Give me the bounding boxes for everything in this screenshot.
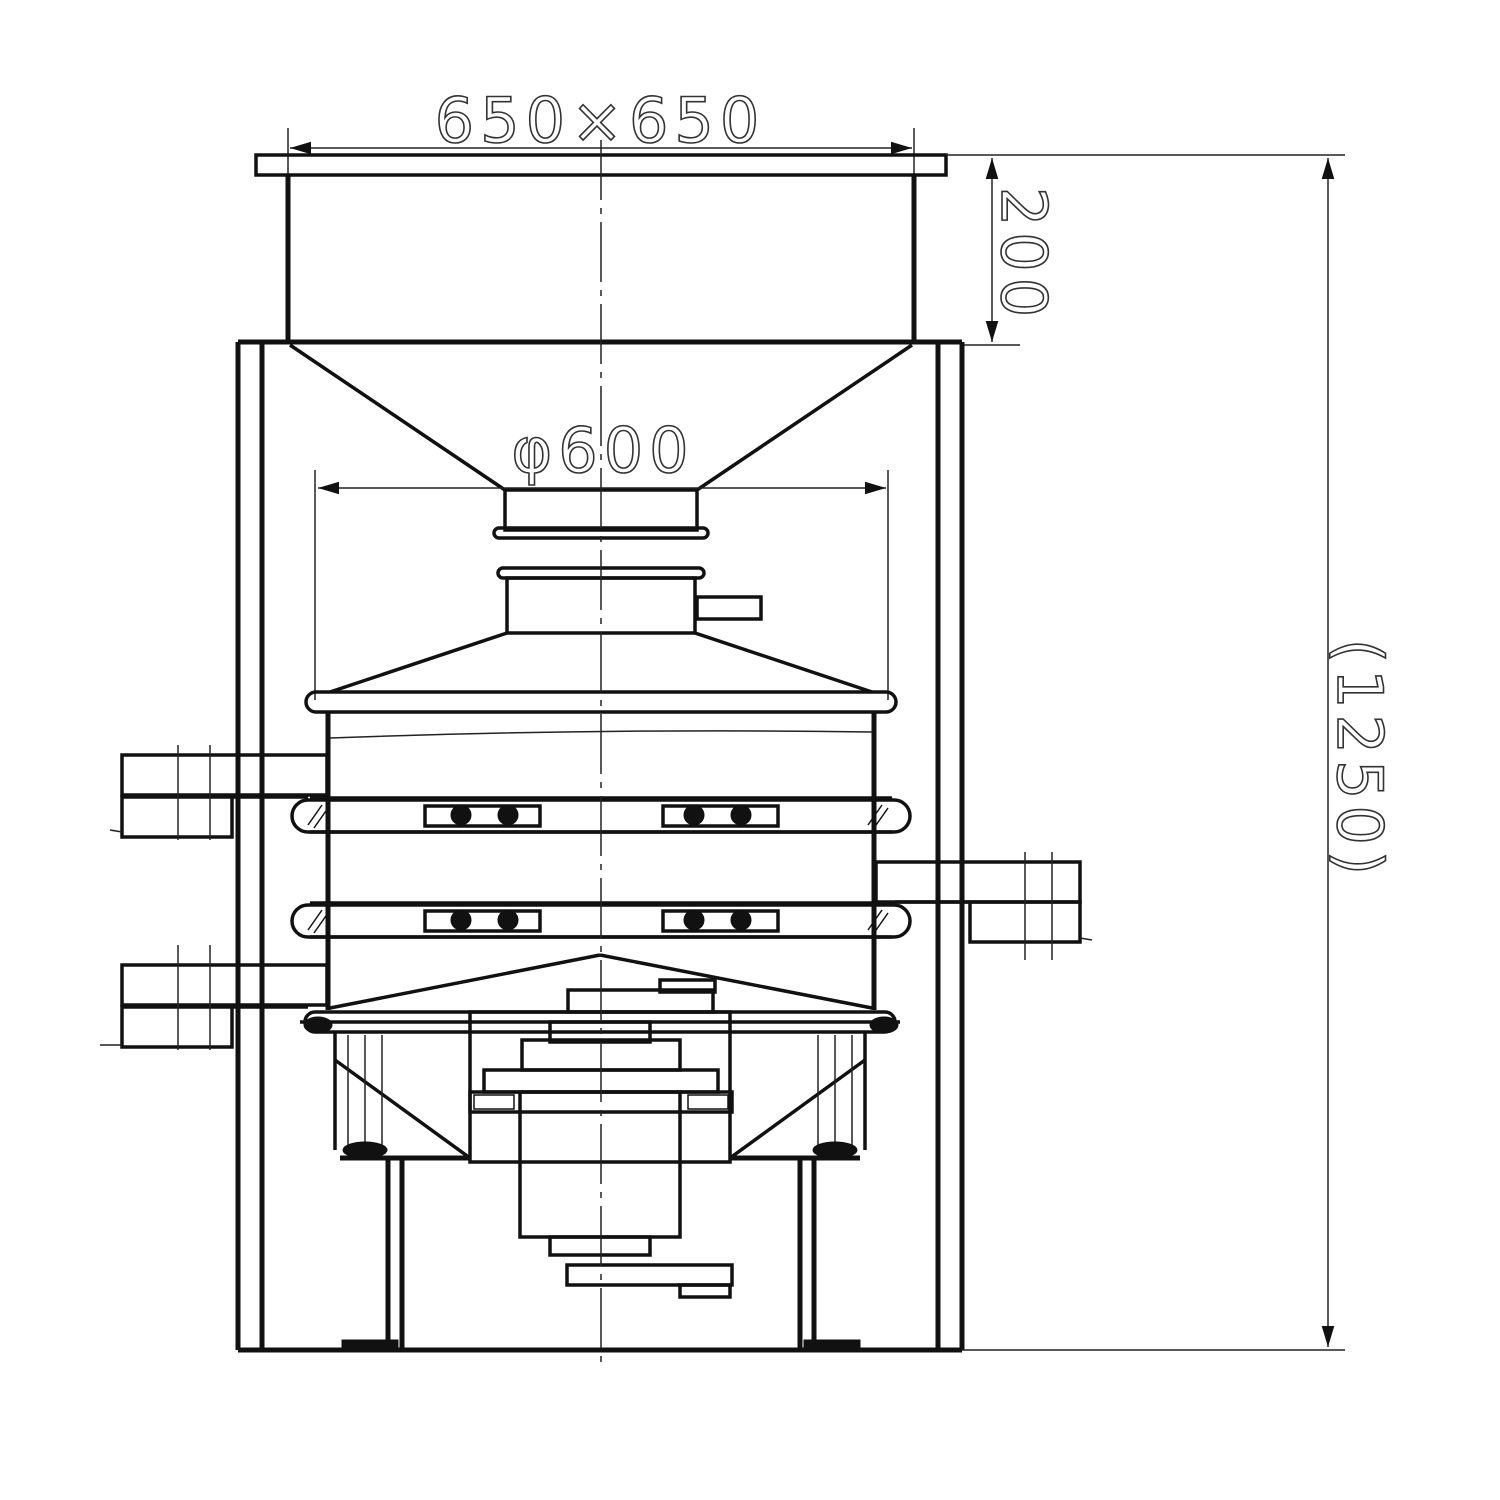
discharge-spout-right [874, 852, 1093, 960]
dimension-screen-diameter: φ600 [314, 413, 889, 700]
dimension-inlet-size: 650×650 [287, 83, 915, 175]
inlet-size-label: 650×650 [435, 84, 766, 157]
base-legs [340, 1155, 861, 1349]
spring-left [342, 1035, 388, 1159]
screen-diameter-label: φ600 [511, 414, 694, 487]
vibration-base [333, 978, 867, 1164]
discharge-spout-left-lower [100, 945, 329, 1050]
support-frame [235, 339, 965, 1353]
overall-height-label: (1250) [1323, 639, 1396, 881]
discharge-spout-left-upper [109, 745, 329, 840]
dimension-overall-height: (1250) [962, 158, 1397, 1351]
spring-right [812, 1035, 858, 1159]
dimension-inlet-height: 200 [946, 154, 1345, 346]
inlet-height-label: 200 [987, 187, 1060, 323]
